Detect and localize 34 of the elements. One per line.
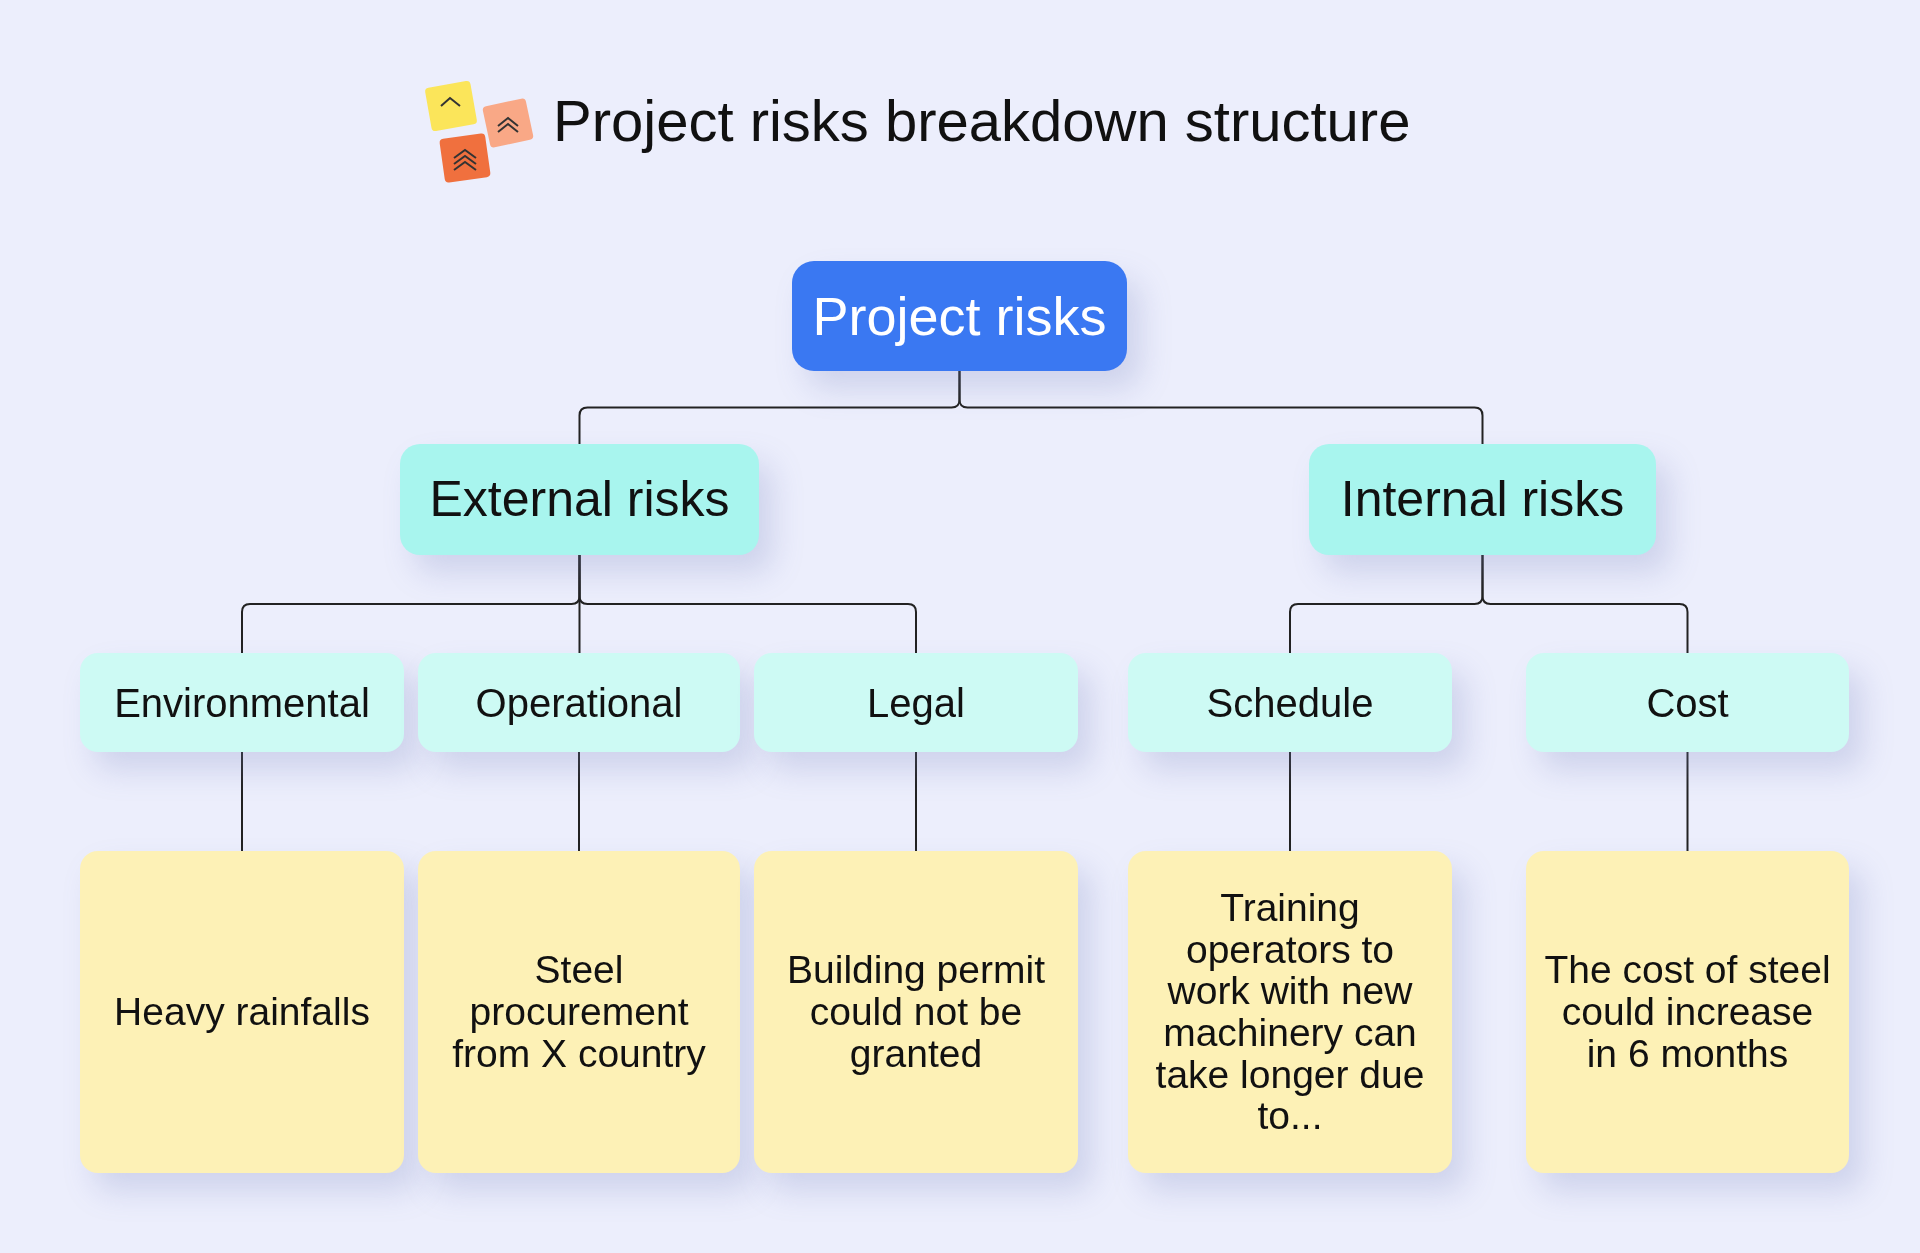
node-label: Legal [867,679,965,727]
sticky-note [754,851,1078,1173]
sticky-note [418,851,740,1173]
node-label: Internal risks [1340,470,1625,529]
subcategory-box [1526,653,1849,752]
sticky-note [80,851,404,1173]
subcategory-box [1128,653,1452,752]
root-box [792,261,1127,371]
subcategory-box [80,653,404,752]
sticky-note [1128,851,1452,1173]
connector-line [958,370,1484,445]
subcategory-box [418,653,740,752]
connector-line [915,751,917,852]
node-label: Heavy rainfalls [114,991,370,1033]
subcategory-box [754,653,1078,752]
connector-line [1289,751,1291,852]
node-label: The cost of steel could increase in 6 months [1543,949,1832,1075]
node-label: External risks [429,470,730,529]
category-box [1309,444,1656,555]
connector-line [1686,751,1689,852]
sticky-note [1526,851,1849,1173]
node-label: Building permit could not be granted [786,949,1046,1075]
connector-line [241,751,243,852]
node-label: Training operators to work with new machinery can take longer due to... [1154,886,1426,1138]
node-label: Steel procurement from X country [451,949,707,1075]
connector-line [578,751,580,852]
node-label: Environmental [114,679,370,727]
node-label: Cost [1646,679,1729,727]
connector-line [578,554,917,654]
node-label: Schedule [1206,679,1374,727]
category-box [400,444,759,555]
connector-line [1481,554,1689,654]
node-label: Operational [475,679,683,727]
node-label: Project risks [812,284,1107,348]
